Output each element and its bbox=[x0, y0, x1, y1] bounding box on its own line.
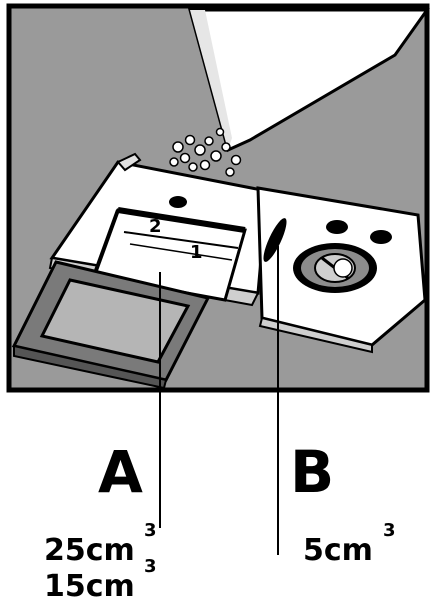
capacity-a-main: 25cm bbox=[44, 533, 135, 568]
label-a: A bbox=[98, 438, 143, 506]
release-button-icon bbox=[169, 196, 187, 208]
capacity-a-pre-exponent: 3 bbox=[144, 556, 157, 577]
capacity-a-pre: 15cm bbox=[44, 569, 135, 604]
rinse-aid-dial-icon bbox=[293, 243, 377, 293]
capacity-b-exponent: 3 bbox=[383, 520, 396, 541]
compartment-number-1: 1 bbox=[190, 242, 203, 263]
capacity-a-main-exponent: 3 bbox=[144, 520, 157, 541]
capacity-b: 5cm bbox=[303, 533, 373, 568]
label-b: B bbox=[290, 438, 334, 506]
control-button-icon bbox=[326, 220, 348, 234]
control-button-icon bbox=[370, 230, 392, 244]
compartment-number-2: 2 bbox=[149, 216, 162, 237]
